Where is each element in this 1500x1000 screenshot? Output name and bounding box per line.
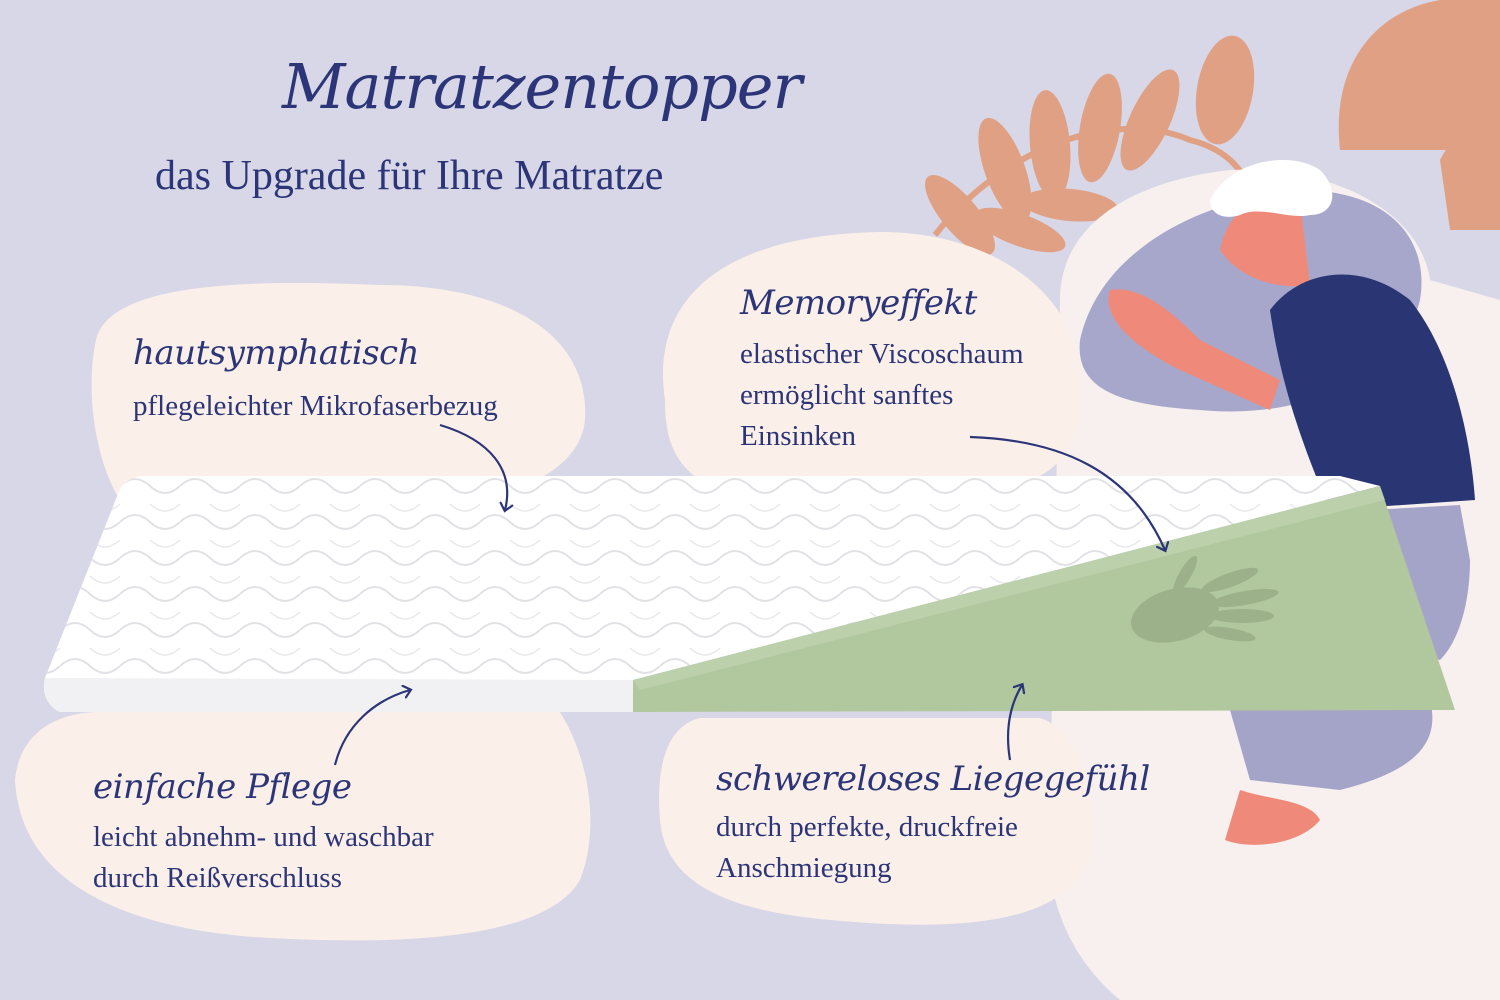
callout-blob-memoryeffekt: [663, 232, 1081, 480]
arrow-memoryeffekt: [969, 435, 1165, 550]
feature-heading-liegegefuehl: schwereloses Liegegefühl: [716, 759, 1150, 799]
topper-image: [43, 476, 1455, 712]
callout-blob-einfache-pflege: [15, 712, 591, 941]
feature-text-liegegefuehl: durch perfekte, druckfreie Anschmiegung: [716, 811, 1018, 884]
feature-heading-hautsymphatisch: hautsymphatisch: [133, 333, 419, 373]
feature-heading-memoryeffekt: Memoryeffekt: [740, 283, 977, 323]
hand-imprint: [1131, 555, 1279, 643]
callout-blob-hautsymphatisch: [91, 283, 586, 500]
page-title: Matratzentopper: [282, 50, 802, 123]
page-subtitle: das Upgrade für Ihre Matratze: [155, 153, 664, 199]
arrow-einfache-pflege: [333, 690, 410, 766]
feature-heading-einfache-pflege: einfache Pflege: [93, 767, 352, 807]
feature-text-memoryeffekt: elastischer Viscoschaum ermöglicht sanft…: [740, 338, 1024, 452]
feature-text-hautsymphatisch: pflegeleichter Mikrofaserbezug: [133, 390, 498, 422]
callout-blob-liegegefuehl: [659, 718, 1093, 925]
arrow-liegegefuehl: [1007, 685, 1022, 761]
arrow-hautsymphatisch: [439, 423, 507, 510]
feature-text-einfache-pflege: leicht abnehm- und waschbar durch Reißve…: [93, 821, 434, 894]
